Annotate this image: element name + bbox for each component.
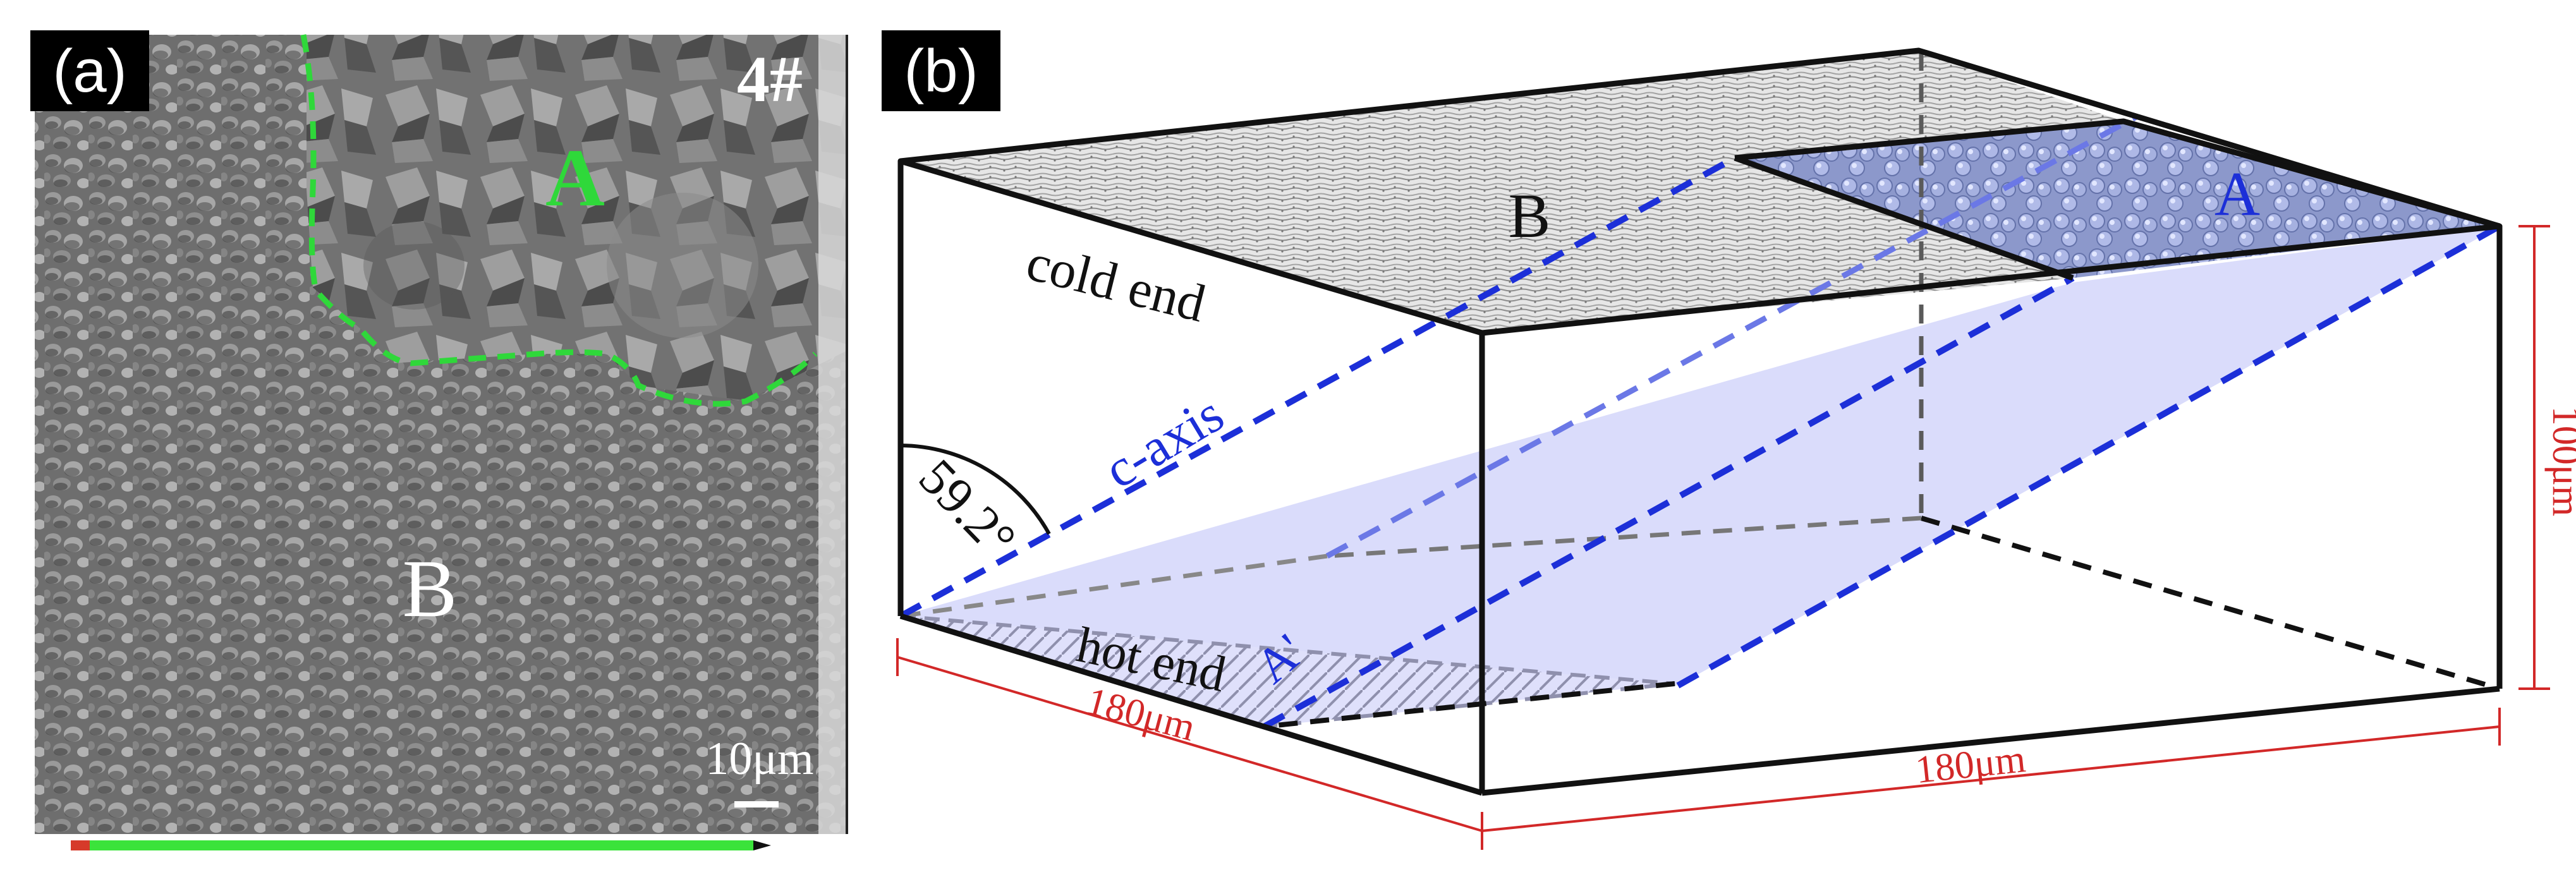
angle-arc: [900, 444, 1051, 535]
panel-b-label: (b): [904, 37, 978, 105]
panel-a-label-box: [30, 30, 149, 111]
top-region-a-label: A: [2215, 159, 2260, 229]
top-region-b-label: B: [1509, 181, 1551, 251]
sample-id: 4#: [737, 43, 803, 116]
region-a-label: A: [545, 133, 605, 224]
region-b-label: B: [403, 543, 458, 634]
color-bar: [71, 840, 771, 850]
scale-bar-label: 10μm: [705, 733, 813, 785]
top-face-a: [1735, 121, 2500, 278]
sem-micrograph: [35, 35, 847, 834]
c-axis-lines: [899, 114, 2501, 730]
panel-a: (a) 4# A B 10μm: [30, 30, 848, 850]
c-axis-label: c-axis: [1095, 384, 1234, 500]
grain-boundary: [300, 34, 818, 407]
height-dimension-label: 100μm: [2544, 406, 2576, 516]
dimension-lines: [896, 225, 2550, 850]
basal-plane: [901, 226, 2500, 686]
box-edges: [897, 47, 2503, 796]
cold-end-label: cold end: [1021, 233, 1211, 334]
scale-bar: [734, 801, 779, 807]
panel-a-label: (a): [52, 37, 126, 105]
panel-b-label-box: [882, 30, 1000, 111]
top-face-b: [901, 51, 2123, 333]
angle-label: 59.2°: [908, 448, 1027, 568]
panel-b: (b) B A cold end hot end c-axis 59.2° A'…: [882, 30, 2576, 850]
